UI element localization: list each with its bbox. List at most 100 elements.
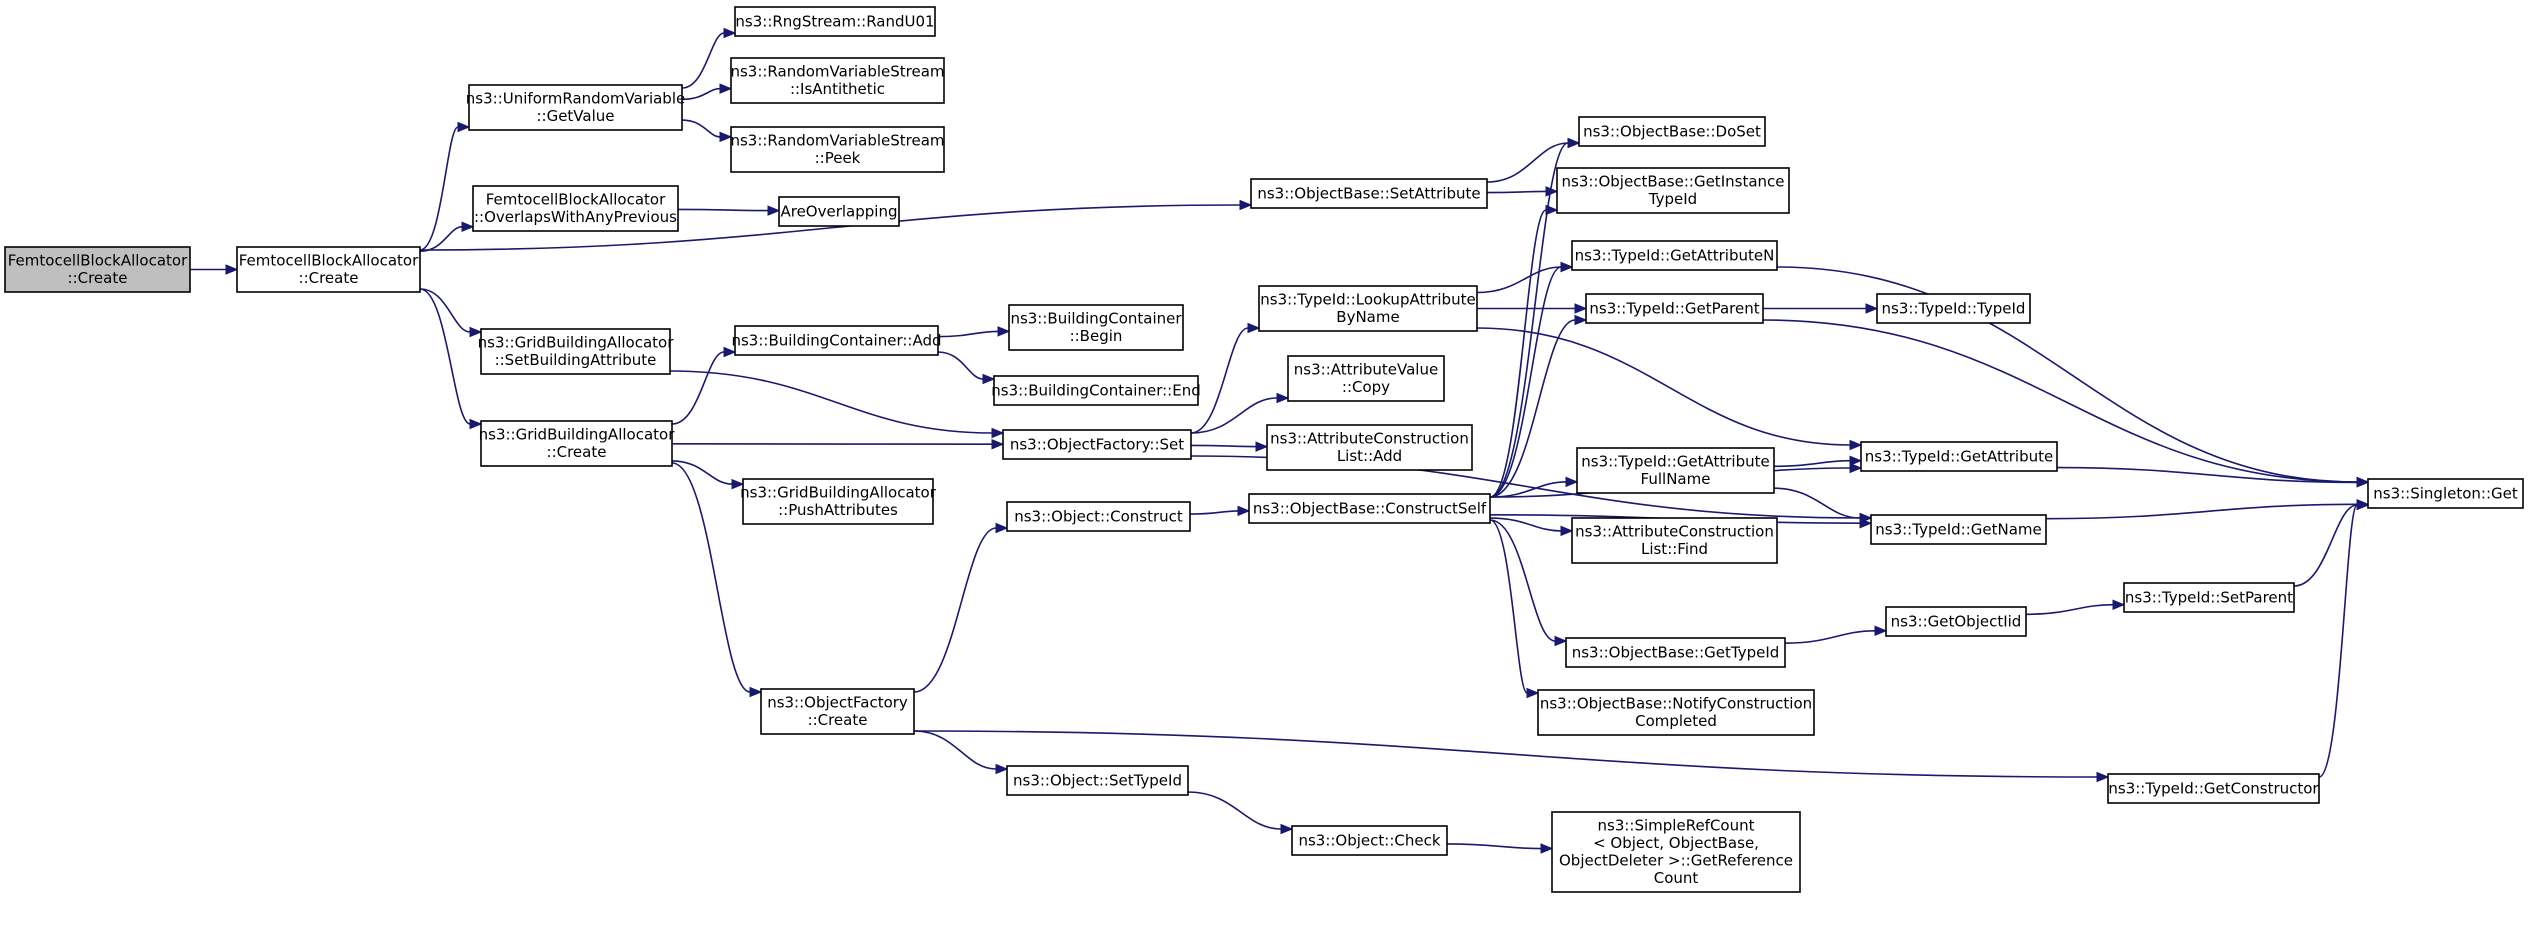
node-label-line: AreOverlapping	[780, 202, 897, 220]
graph-edge-n16-n17	[913, 730, 1009, 775]
graph-node-n23[interactable]: ns3::ObjectBase::ConstructSelf	[1248, 493, 1491, 524]
graph-edge-n23-n26	[1489, 261, 1574, 498]
graph-node-n33[interactable]: ns3::TypeId::TypeId	[1876, 293, 2031, 324]
edge-arrowhead	[991, 438, 1005, 450]
edge-line	[419, 226, 463, 252]
graph-node-n4[interactable]: ns3::GridBuildingAllocator::SetBuildingA…	[478, 328, 675, 375]
graph-edge-n28-n34	[1773, 455, 1863, 468]
graph-node-n18[interactable]: ns3::Object::Check	[1291, 825, 1448, 856]
graph-node-n32[interactable]: ns3::SimpleRefCount< Object, ObjectBase,…	[1551, 811, 1801, 893]
graph-node-n17[interactable]: ns3::Object::SetTypeId	[1006, 765, 1189, 796]
node-label-line: ::Create	[299, 269, 359, 287]
graph-node-n36[interactable]: ns3::GetObjectIid	[1885, 606, 2027, 637]
edge-line	[1773, 487, 1861, 519]
graph-node-n10[interactable]: ns3::BuildingContainer::Add	[731, 325, 942, 356]
edge-line	[681, 32, 725, 89]
node-label-line: FemtocellBlockAllocator	[486, 191, 666, 209]
node-box	[1571, 240, 1778, 271]
graph-node-n7[interactable]: ns3::RandomVariableStream::IsAntithetic	[730, 57, 945, 104]
edge-line	[913, 730, 997, 770]
node-box	[1006, 765, 1189, 796]
node-box	[1266, 424, 1473, 471]
edge-arrowhead	[469, 326, 483, 338]
graph-node-n19[interactable]: ns3::ObjectBase::SetAttribute	[1250, 178, 1488, 209]
node-label-line: ns3::BuildingContainer::Add	[731, 331, 941, 349]
graph-node-n2[interactable]: ns3::UniformRandomVariable::GetValue	[466, 84, 685, 131]
graph-node-n38[interactable]: ns3::TypeId::GetConstructor	[2107, 773, 2320, 804]
node-box	[742, 478, 934, 525]
graph-node-n16[interactable]: ns3::ObjectFactory::Create	[760, 688, 915, 735]
node-label-line: ns3::ObjectBase::GetInstance	[1562, 173, 1785, 191]
graph-node-n26[interactable]: ns3::TypeId::GetAttributeN	[1571, 240, 1778, 271]
node-label-line: ::Create	[808, 711, 868, 729]
graph-node-n34[interactable]: ns3::TypeId::GetAttribute	[1860, 441, 2058, 472]
node-box	[472, 185, 679, 232]
edge-arrowhead	[723, 346, 737, 358]
graph-node-n27[interactable]: ns3::TypeId::GetParent	[1585, 293, 1764, 324]
edge-line	[1489, 319, 1576, 498]
graph-node-n13[interactable]: ns3::ObjectFactory::Set	[1002, 429, 1192, 460]
graph-node-n14[interactable]: ns3::GridBuildingAllocator::PushAttribut…	[740, 478, 937, 525]
graph-node-n15[interactable]: ns3::Object::Construct	[1006, 501, 1191, 532]
graph-node-n39[interactable]: ns3::Singleton::Get	[2367, 478, 2524, 509]
graph-node-n3[interactable]: FemtocellBlockAllocator::OverlapsWithAny…	[472, 185, 679, 232]
graph-node-n8[interactable]: ns3::RandomVariableStream::Peek	[730, 126, 945, 173]
graph-node-n12[interactable]: ns3::BuildingContainer::End	[991, 375, 1201, 406]
node-label-line: ns3::RngStream::RandU01	[735, 12, 934, 30]
graph-edge-n27-n33	[1763, 303, 1879, 314]
graph-edge-n23-n30	[1489, 519, 1568, 647]
node-label-line: ns3::Object::Construct	[1014, 507, 1183, 525]
edge-line	[1187, 791, 1282, 830]
edge-arrowhead	[1849, 462, 1863, 474]
node-label-line: ByName	[1336, 308, 1399, 326]
node-label-line: ns3::ObjectBase::DoSet	[1583, 122, 1761, 140]
node-box	[2123, 582, 2295, 613]
edge-arrowhead	[767, 205, 781, 216]
graph-node-n31[interactable]: ns3::ObjectBase::NotifyConstructionCompl…	[1537, 689, 1815, 736]
graph-edge-n2-n6	[681, 27, 737, 89]
node-label-line: FullName	[1641, 470, 1711, 488]
node-label-line: ns3::BuildingContainer::End	[991, 381, 1200, 399]
graph-node-n11[interactable]: ns3::BuildingContainer::Begin	[1008, 304, 1184, 351]
node-label-line: ns3::TypeId::LookupAttribute	[1260, 291, 1475, 309]
graph-node-n21[interactable]: ns3::AttributeValue::Copy	[1287, 355, 1445, 402]
graph-node-n9[interactable]: AreOverlapping	[778, 196, 900, 227]
edge-arrowhead	[1526, 687, 1540, 699]
graph-node-n30[interactable]: ns3::ObjectBase::GetTypeId	[1565, 637, 1786, 668]
edge-line	[2045, 503, 2358, 520]
graph-node-n5[interactable]: ns3::GridBuildingAllocator::Create	[479, 420, 676, 467]
graph-node-n24[interactable]: ns3::ObjectBase::DoSet	[1578, 116, 1766, 147]
graph-node-n6[interactable]: ns3::RngStream::RandU01	[734, 6, 936, 37]
graph-node-n37[interactable]: ns3::TypeId::SetParent	[2123, 582, 2295, 613]
node-box	[4, 246, 191, 293]
node-label-line: ns3::TypeId::GetName	[1875, 520, 2041, 538]
graph-edge-n15-n23	[1189, 505, 1251, 517]
node-box	[1258, 285, 1478, 332]
node-box	[1578, 116, 1766, 147]
graph-edge-n1-n2	[419, 121, 471, 251]
node-box	[236, 246, 421, 293]
graph-node-n0[interactable]: FemtocellBlockAllocator::Create	[4, 246, 191, 293]
edge-line	[1476, 266, 1562, 294]
node-box	[1291, 825, 1448, 856]
graph-node-n1[interactable]: FemtocellBlockAllocator::Create	[236, 246, 421, 293]
node-box	[1248, 493, 1491, 524]
graph-node-n35[interactable]: ns3::TypeId::GetName	[1870, 514, 2047, 545]
node-label-line: ::SetBuildingAttribute	[495, 351, 657, 369]
node-label-line: ::Create	[68, 269, 128, 287]
graph-edge-n0-n1	[189, 264, 239, 275]
node-box	[1002, 429, 1192, 460]
edge-line	[2056, 466, 2358, 484]
node-label-line: ns3::AttributeConstruction	[1270, 430, 1469, 448]
node-label-line: ns3::GridBuildingAllocator	[740, 484, 937, 502]
edge-line	[913, 527, 997, 693]
node-box	[734, 6, 936, 37]
graph-edge-n1-n4	[419, 288, 483, 338]
node-label-line: ns3::TypeId::SetParent	[2125, 588, 2293, 606]
